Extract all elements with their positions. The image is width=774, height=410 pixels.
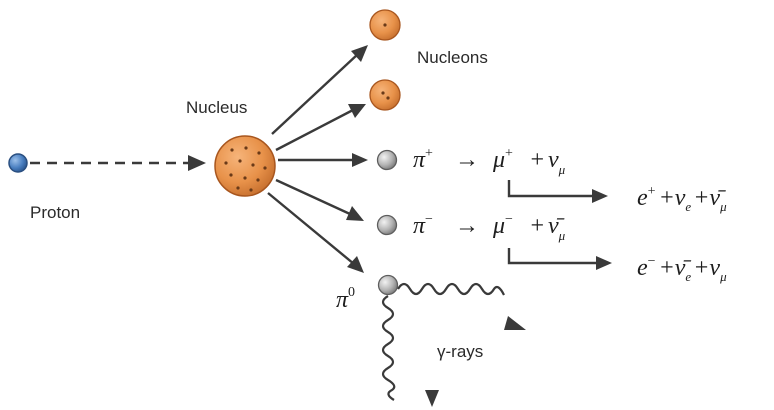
arrowhead-pi-zero [347,256,364,273]
proton-label: Proton [30,203,80,222]
pi-minus-plus-sign: + [529,213,545,239]
pi-plus-decay-arrow: → [455,147,479,173]
gamma-ray-wave-right [397,282,505,296]
arrowhead-nucleon-second [348,104,366,118]
pi-minus-particle [376,214,398,236]
nucleon-second [369,79,401,111]
nu-mu-label: νμ [548,147,566,177]
pi-plus-plus-sign: + [529,147,545,173]
gamma-ray-wave-down [381,295,396,401]
pi-plus-particle [376,149,398,171]
proton-particle [8,153,28,173]
arrow-to-pi-zero [267,192,355,265]
arrow-to-pi-minus [275,178,351,216]
pi-zero-label: π0 [336,285,355,313]
mu-minus-decay-arrow [507,248,598,265]
nucleus [214,135,276,197]
pi-minus-label: π− [413,212,433,239]
nucleon-second-dot2 [386,96,390,100]
proton-arrowhead [188,155,206,171]
arrowhead-pi-plus [352,153,368,167]
gamma-ray-arrowhead-right [504,316,526,330]
mu-minus-label: μ− [492,212,513,239]
nubar-mu-label: ν̄μ [548,213,566,243]
arrowhead-nucleon-top [351,45,368,62]
mu-plus-decay-arrowhead [592,189,608,203]
nucleons-label: Nucleons [417,48,488,67]
arrow-to-nucleon-second [275,108,354,152]
pi-plus-label: π+ [413,146,433,173]
nucleon-top-dot [383,23,387,27]
nucleus-dots [224,146,267,192]
e-minus-products: e−+ν̄e+νμ [637,254,727,284]
nucleus-label: Nucleus [186,98,247,117]
pi-zero-particle [377,274,399,296]
mu-plus-decay-arrow [507,180,594,198]
mu-minus-decay-arrowhead [596,256,612,270]
mu-plus-label: μ+ [492,146,513,173]
arrow-to-nucleon-top [271,53,359,135]
arrowhead-pi-minus [346,206,364,221]
gamma-rays-label: γ-rays [437,342,483,361]
nucleon-second-dot1 [381,91,385,95]
gamma-ray-arrowhead-down [425,390,439,407]
e-plus-products: e++νe+ν̄μ [637,184,727,214]
pi-minus-decay-arrow: → [455,213,479,239]
